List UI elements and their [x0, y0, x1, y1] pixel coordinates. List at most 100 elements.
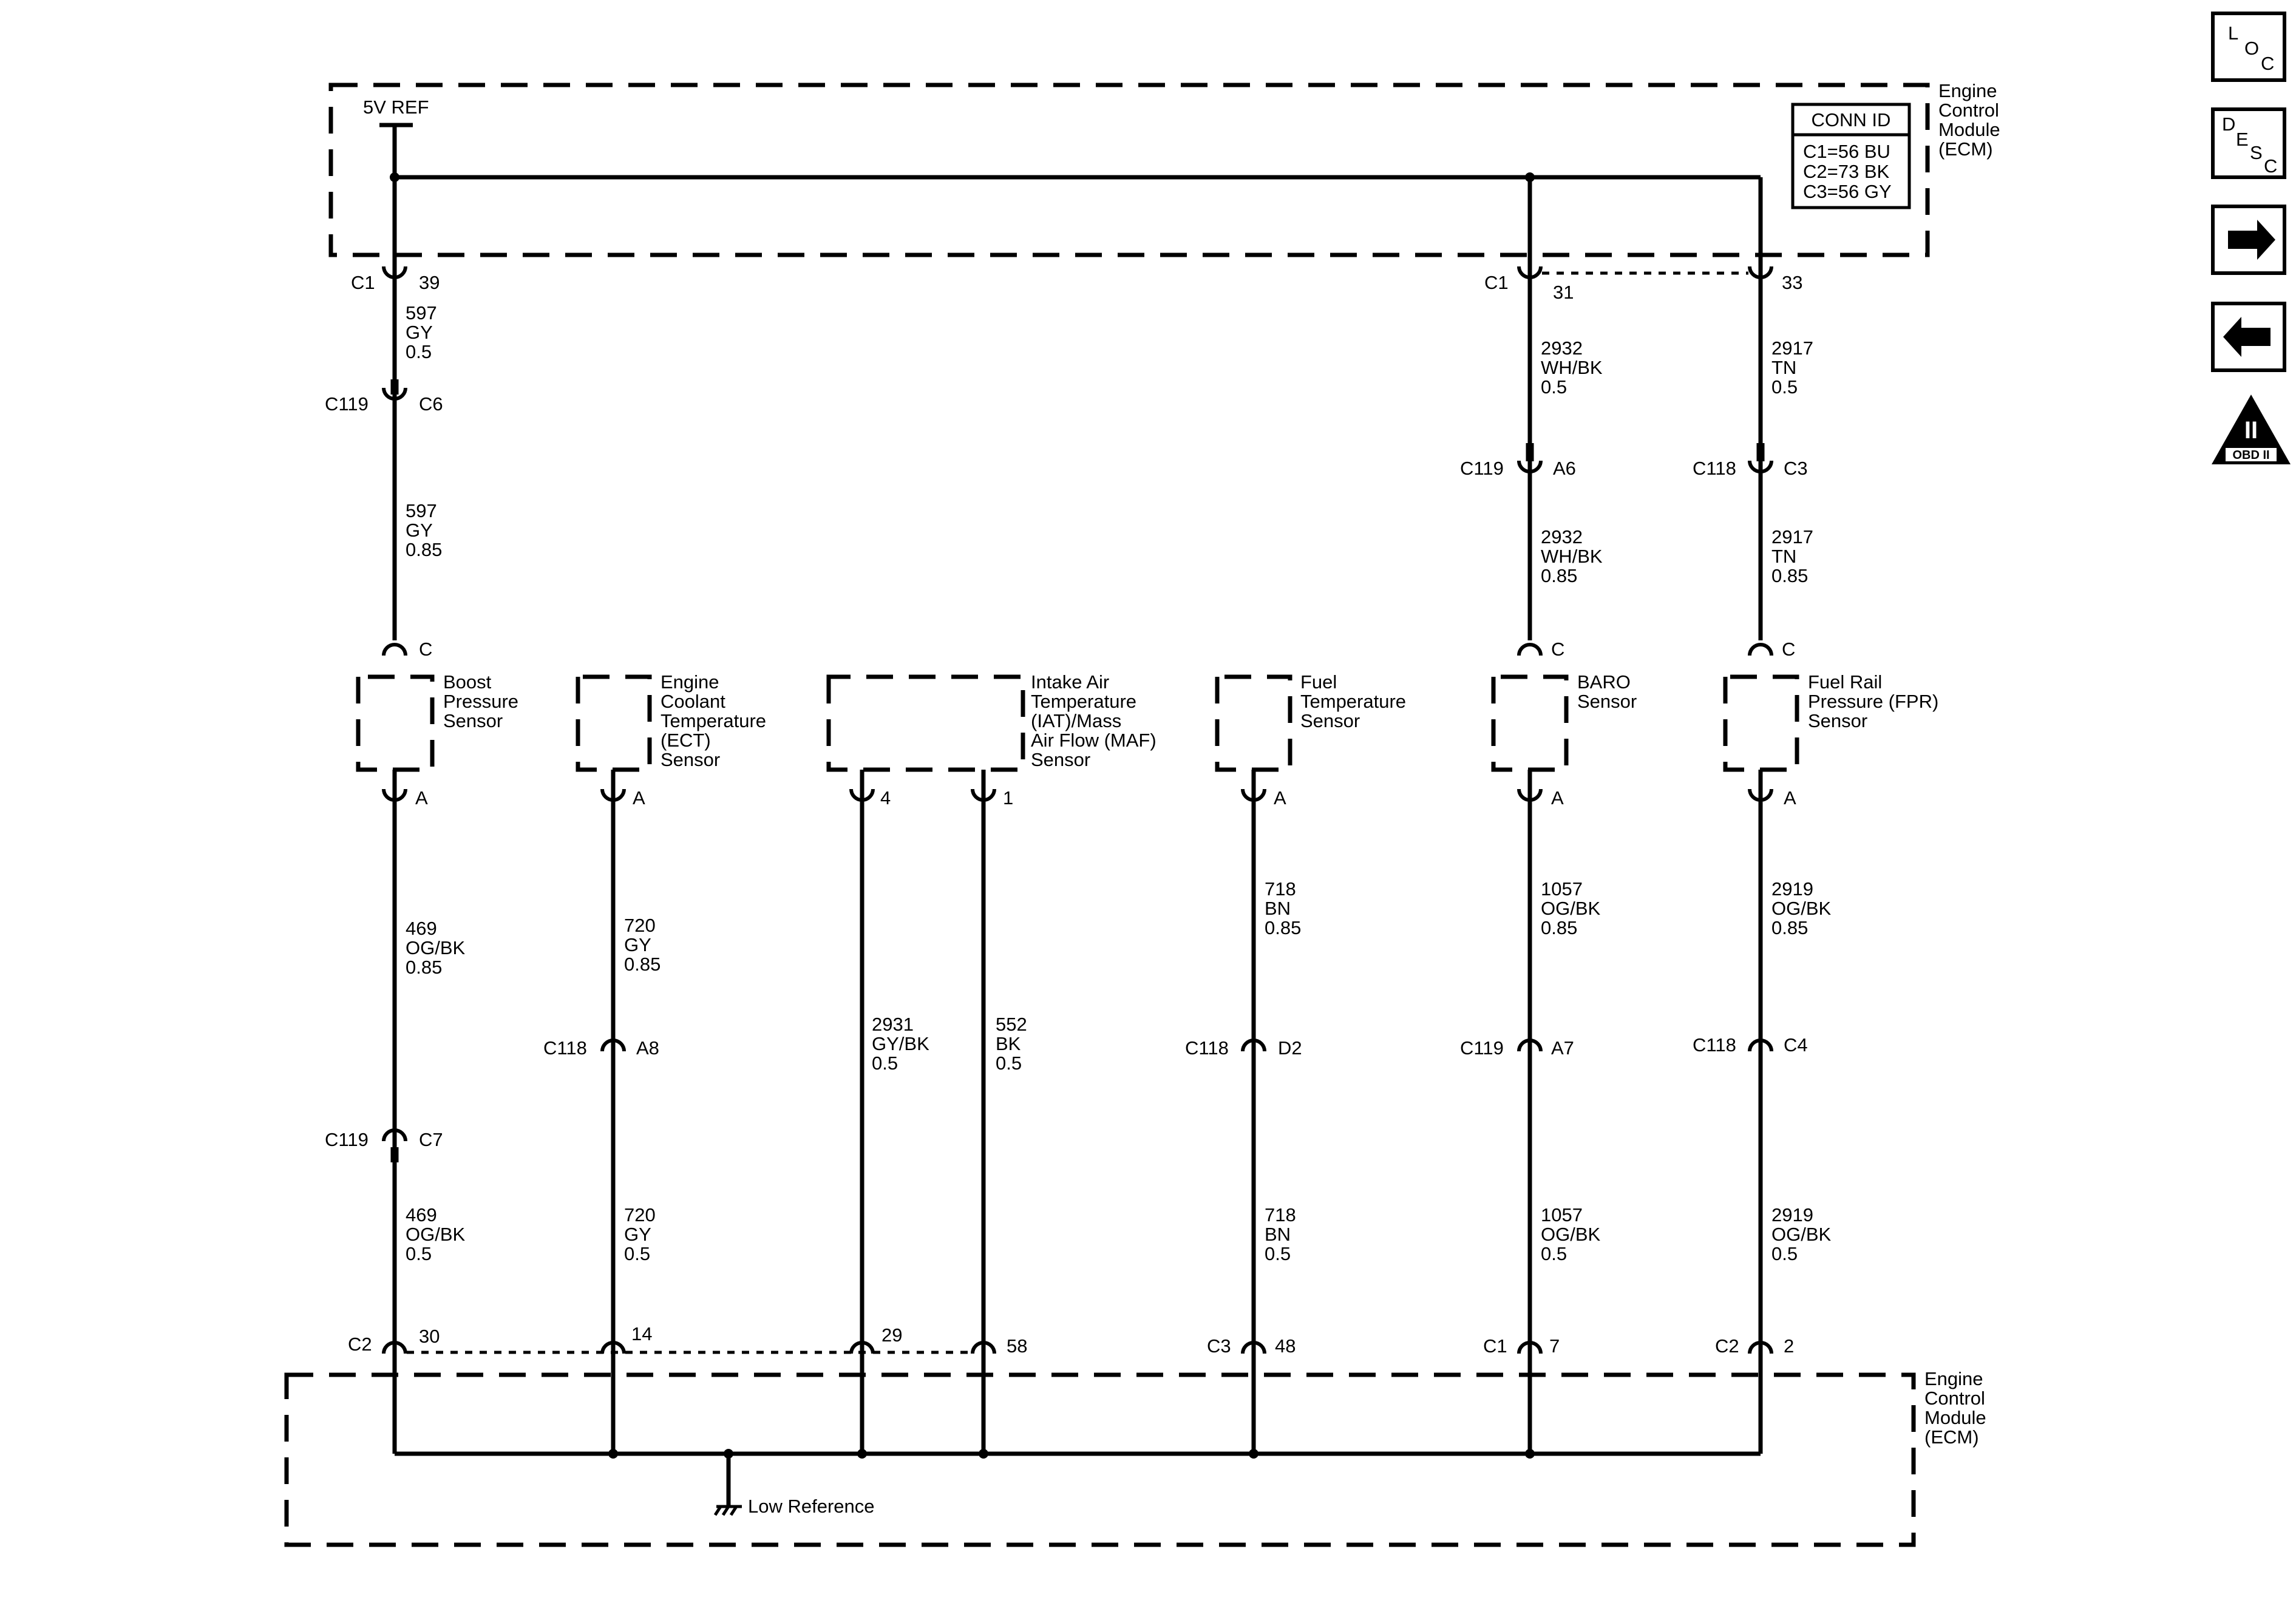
pin-number: C7 — [419, 1129, 443, 1150]
wire-label: 0.5 — [1265, 1243, 1291, 1264]
pin-letter: C — [419, 639, 432, 660]
wire-label: 2931 — [872, 1014, 914, 1035]
desc-button[interactable]: D E S C — [2211, 107, 2286, 179]
conn-id-table: CONN ID C1=56 BU C2=73 BK C3=56 GY — [1791, 103, 1911, 209]
wire-label: OG/BK — [1541, 898, 1601, 919]
wire-label: 0.5 — [406, 1243, 432, 1264]
wire-label: GY — [406, 322, 433, 343]
pin-number: 1 — [1003, 787, 1013, 808]
ecm-connector — [849, 1341, 875, 1354]
wire-label: GY — [406, 520, 433, 541]
splice-dot — [724, 1449, 733, 1459]
loc-icon-letter: O — [2244, 38, 2259, 59]
pin-number: 31 — [1553, 282, 1574, 303]
wire-label: 0.5 — [1541, 1243, 1567, 1264]
circuit-iat-maf: Intake Air Temperature (IAT)/Mass Air Fl… — [826, 671, 1156, 1454]
baro-sensor-box — [1491, 674, 1569, 772]
fuel-temperature-sensor-box — [1215, 674, 1292, 772]
wire-label: 718 — [1265, 1204, 1296, 1225]
pin-letter: A — [1274, 787, 1286, 808]
pin-letter: A — [1551, 787, 1564, 808]
obd-ii-badge[interactable]: II OBD II — [2212, 395, 2291, 464]
wire-label: GY/BK — [872, 1033, 929, 1054]
sensor-label: (IAT)/Mass — [1031, 710, 1121, 731]
pin-conn: C119 — [1460, 1037, 1504, 1059]
wire-label: TN — [1771, 546, 1796, 567]
pin-letter: A — [415, 787, 428, 808]
wire-label: 552 — [996, 1014, 1027, 1035]
conn-id-row: C3=56 GY — [1803, 181, 1892, 202]
desc-icon-letter: C — [2264, 155, 2277, 177]
wire-label: 0.85 — [1265, 917, 1301, 938]
desc-icon-letter: D — [2222, 114, 2235, 135]
pin-conn: C1 — [351, 272, 375, 293]
wire-label: BN — [1265, 1224, 1291, 1245]
wire-label: WH/BK — [1541, 546, 1603, 567]
wire-label: 0.85 — [406, 539, 442, 560]
wire-label: 0.85 — [1771, 917, 1808, 938]
arrow-right-icon — [2228, 220, 2275, 260]
sensor-label: Pressure — [443, 691, 518, 712]
pin-number: A8 — [636, 1037, 659, 1059]
wire-label: 2917 — [1771, 337, 1813, 359]
ecm-connector — [971, 1341, 996, 1354]
wire-label: 0.5 — [872, 1053, 898, 1074]
wire-label: GY — [624, 1224, 651, 1245]
wire-label: 2919 — [1771, 878, 1813, 900]
pin-number: 39 — [419, 272, 440, 293]
wire-label: 0.5 — [1771, 376, 1798, 398]
pin-number: 2 — [1784, 1335, 1794, 1357]
pin-conn: C2 — [1715, 1335, 1739, 1357]
ecm-bottom-label-2: Control — [1924, 1388, 1985, 1409]
wire-label: WH/BK — [1541, 357, 1603, 378]
wire-label: 2917 — [1771, 526, 1813, 547]
pin-number: 30 — [419, 1326, 440, 1347]
pin-conn: C118 — [543, 1037, 587, 1059]
circuit-fuel-temperature: Fuel Temperature Sensor A 718 BN 0.85 C1… — [1185, 671, 1406, 1454]
wire-label: OG/BK — [406, 937, 466, 958]
previous-button[interactable] — [2211, 302, 2286, 372]
pin-number: 4 — [880, 787, 891, 808]
circuit-ect: Engine Coolant Temperature (ECT) Sensor … — [543, 671, 766, 1454]
ref-5v-label: 5V REF — [363, 97, 429, 118]
circuit-baro: C1 31 2932 WH/BK 0.5 C119 A6 2932 WH/BK … — [1460, 177, 1748, 1454]
ect-sensor-box — [576, 674, 652, 772]
pin-letter: C — [1782, 639, 1795, 660]
circuit-boost-pressure: C1 39 597 GY 0.5 C119 C6 597 GY 0.85 C B… — [325, 177, 518, 1454]
pin-number: 7 — [1549, 1335, 1560, 1357]
inline-connector — [1241, 1039, 1266, 1052]
wire-label: 720 — [624, 915, 656, 936]
wire-label: 2932 — [1541, 337, 1583, 359]
wire-label: OG/BK — [1771, 898, 1832, 919]
sensor-label: Temperature — [1031, 691, 1136, 712]
ecm-connector — [1748, 1341, 1773, 1354]
wire-label: 0.85 — [1541, 565, 1577, 586]
loc-button[interactable]: L O C — [2211, 12, 2286, 82]
sensor-label: Boost — [443, 671, 492, 693]
wire-label: 1057 — [1541, 878, 1583, 900]
ground-icon — [713, 1505, 742, 1516]
pin-conn: C119 — [1460, 458, 1504, 479]
sensor-connector — [382, 643, 407, 656]
sensor-label: Air Flow (MAF) — [1031, 730, 1156, 751]
sensor-connector — [1748, 643, 1773, 656]
wire-label: 0.85 — [1771, 565, 1808, 586]
pin-number: C3 — [1784, 458, 1808, 479]
pin-letter: A — [633, 787, 645, 808]
sensor-label: Coolant — [661, 691, 725, 712]
wire-label: 2932 — [1541, 526, 1583, 547]
loc-icon-letter: C — [2261, 53, 2274, 74]
inline-connector — [1748, 1039, 1773, 1052]
pin-number: A6 — [1553, 458, 1576, 479]
wire-label: 718 — [1265, 878, 1296, 900]
next-button[interactable] — [2211, 205, 2286, 275]
ecm-connector — [600, 1341, 626, 1354]
pin-conn: C1 — [1484, 272, 1509, 293]
ecm-connector — [1517, 1341, 1543, 1354]
ecm-top-label-2: Control — [1938, 100, 1999, 121]
pin-number: D2 — [1278, 1037, 1302, 1059]
arrow-left-icon — [2223, 317, 2271, 357]
wire-label: 0.5 — [996, 1053, 1022, 1074]
wire-label: OG/BK — [1771, 1224, 1832, 1245]
